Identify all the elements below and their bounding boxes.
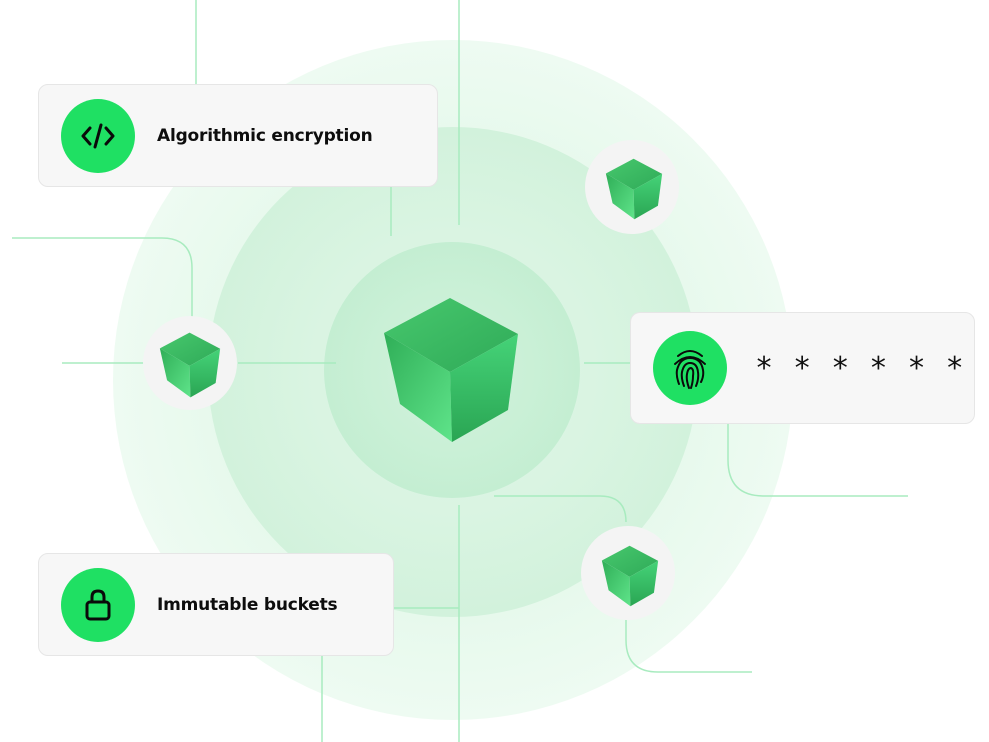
fingerprint-badge xyxy=(653,331,727,405)
feature-card-buckets: Immutable buckets xyxy=(38,553,394,656)
cube-icon xyxy=(601,545,659,607)
feature-card-encryption: Algorithmic encryption xyxy=(38,84,438,187)
node-bottom-right xyxy=(581,526,675,620)
node-top-right xyxy=(585,140,679,234)
fingerprint-icon xyxy=(674,350,706,389)
central-cube-icon xyxy=(384,298,518,442)
code-badge xyxy=(61,98,135,173)
feature-card-password: * * * * * * xyxy=(630,312,975,424)
lock-badge xyxy=(61,567,135,642)
lock-icon xyxy=(85,588,111,620)
cube-icon xyxy=(605,158,663,220)
card-label: Immutable buckets xyxy=(157,594,338,615)
connector-lines xyxy=(12,0,908,742)
password-mask: * * * * * * xyxy=(755,350,965,386)
card-label: Algorithmic encryption xyxy=(157,125,373,146)
code-icon xyxy=(81,123,115,148)
cube-icon xyxy=(159,332,221,398)
node-left xyxy=(143,316,237,410)
